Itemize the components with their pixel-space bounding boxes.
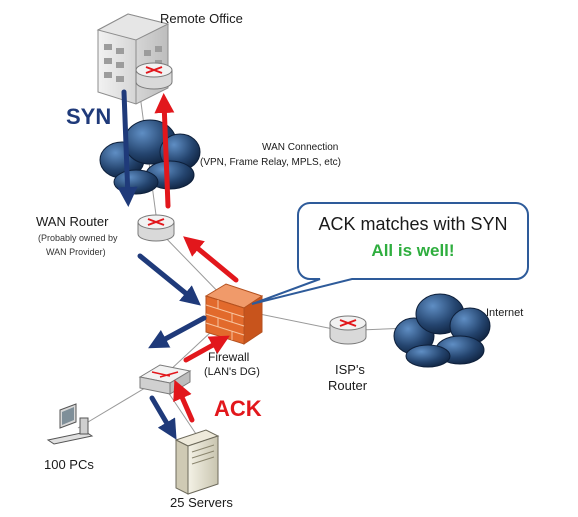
callout-bubble	[251, 202, 529, 305]
firewall-note: (LAN's DG)	[204, 366, 260, 378]
firewall-device	[204, 283, 264, 345]
lan-switch	[138, 364, 192, 395]
isp-router-label-line1: ISP's	[335, 362, 365, 377]
syn-arrows	[117, 89, 207, 440]
callout-line-1: ACK matches with SYN	[318, 214, 508, 234]
remote-office-router	[135, 62, 173, 90]
wan-router-device	[137, 214, 175, 242]
pc-icon	[46, 403, 94, 445]
ack-packet-label: ACK	[214, 396, 262, 421]
pcs-label: 100 PCs	[44, 457, 94, 472]
wan-router-note-line2: WAN Provider)	[46, 247, 106, 257]
syn-arrow-firewall-to-switch	[148, 315, 207, 349]
syn-arrow-remote-to-wan	[117, 89, 138, 207]
syn-arrow-wan-to-firewall	[137, 253, 201, 306]
ack-arrows	[154, 93, 239, 423]
firewall-label: Firewall	[208, 350, 250, 364]
syn-arrow-switch-to-server	[149, 395, 177, 440]
wan-cloud	[99, 119, 201, 195]
isp-router-device	[329, 315, 367, 345]
callout-text-box: ACK matches with SYN All is well!	[298, 203, 528, 279]
internet-cloud	[393, 293, 491, 368]
wan-router-note-line1: (Probably owned by	[38, 233, 118, 243]
server-icon	[174, 429, 220, 495]
ack-arrow-switch-to-firewall	[183, 335, 230, 363]
ack-arrow-wan-to-remote	[154, 93, 175, 209]
wan-connection-title: WAN Connection	[262, 142, 339, 153]
callout-line-2: All is well!	[371, 241, 455, 260]
internet-label: Internet	[486, 307, 524, 319]
remote-office-building	[96, 13, 170, 105]
ack-arrow-server-to-switch	[173, 379, 195, 423]
remote-office-label: Remote Office	[160, 11, 243, 26]
servers-label: 25 Servers	[170, 495, 233, 510]
wan-router-label: WAN Router	[36, 214, 109, 229]
isp-router-label-line2: Router	[328, 378, 368, 393]
wan-connection-subtitle: (VPN, Frame Relay, MPLS, etc)	[200, 157, 341, 168]
ack-arrow-firewall-to-wan	[183, 236, 239, 283]
syn-packet-label: SYN	[66, 104, 112, 129]
